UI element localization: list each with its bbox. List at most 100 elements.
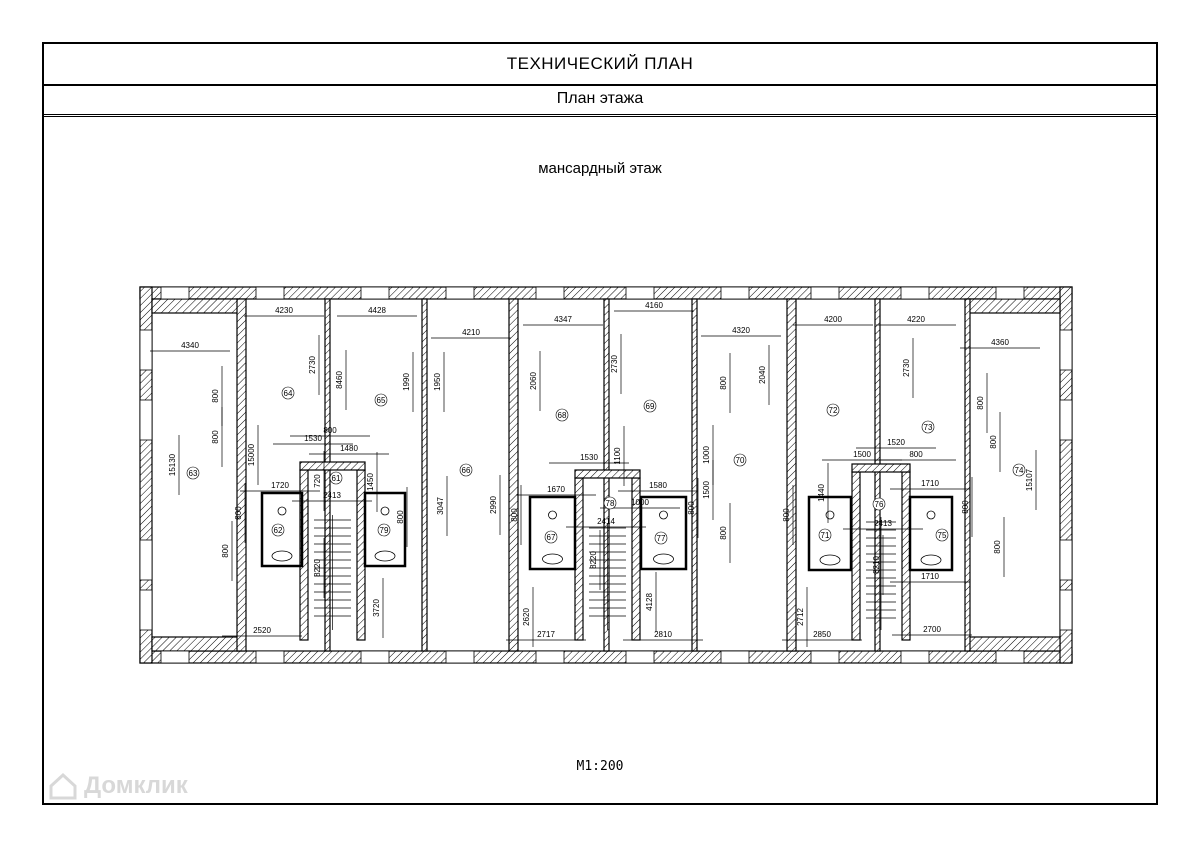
bathtub — [374, 550, 396, 562]
dimension-label: 4220 — [907, 315, 925, 324]
windows — [139, 286, 1073, 664]
window — [900, 286, 930, 300]
dimension-label: 1990 — [402, 373, 411, 391]
dimension-label: 1000 — [702, 446, 711, 464]
toilet — [277, 506, 287, 516]
room-number: 65 — [377, 396, 386, 405]
dimension-label: 2060 — [529, 372, 538, 390]
room-number-circle — [654, 531, 668, 545]
window — [900, 650, 930, 664]
dimension-label: 8220 — [589, 551, 598, 569]
partition-wall — [421, 298, 428, 652]
dimension-label: 1530 — [580, 453, 598, 462]
dimension-label: 4360 — [991, 338, 1009, 347]
room-number: 78 — [606, 499, 615, 508]
dimension-label: 8210 — [872, 556, 881, 574]
dimension-label: 3047 — [436, 497, 445, 515]
dimension-label: 2810 — [654, 630, 672, 639]
dimension-label: 15107 — [1025, 468, 1034, 491]
bathtub — [920, 554, 942, 566]
window — [995, 286, 1025, 300]
dimension-label: 1710 — [921, 479, 939, 488]
walls — [139, 286, 1073, 664]
scale-label: М1:200 — [576, 759, 624, 774]
dimension-label: 2620 — [522, 608, 531, 626]
stair-wall — [851, 463, 911, 473]
wall-pier — [151, 636, 241, 652]
room-number: 75 — [938, 531, 947, 540]
window — [360, 650, 390, 664]
window — [720, 650, 750, 664]
partition-wall — [508, 298, 519, 652]
dimension-label: 800 — [909, 450, 923, 459]
room-number-circle — [271, 523, 285, 537]
room-number: 64 — [284, 389, 293, 398]
room-number-circle — [186, 466, 200, 480]
dimension-label: 1440 — [817, 484, 826, 502]
window — [535, 286, 565, 300]
room-number: 72 — [829, 406, 838, 415]
bathroom-wall — [807, 495, 853, 572]
toilet — [548, 510, 557, 520]
partition-wall — [964, 298, 971, 652]
dimension-label: 720 — [313, 474, 322, 488]
dimension-label: 2040 — [758, 366, 767, 384]
dimension-label: 800 — [234, 506, 243, 520]
window — [995, 650, 1025, 664]
dimension-label: 4160 — [645, 301, 663, 310]
room-number-circle — [1012, 463, 1026, 477]
dimension-label: 1000 — [631, 498, 649, 507]
dimension-label: 2730 — [610, 355, 619, 373]
toilet — [380, 506, 390, 516]
dimension-label: 800 — [993, 540, 1002, 554]
dimension-label: 1100 — [613, 447, 622, 465]
dimension-label: 3720 — [372, 599, 381, 617]
room-number-circle — [818, 528, 832, 542]
window — [445, 650, 475, 664]
window — [1059, 399, 1073, 441]
dimension-label: 4200 — [824, 315, 842, 324]
dimension-label: 800 — [396, 510, 405, 524]
window — [255, 650, 285, 664]
bathroom-wall — [260, 491, 304, 568]
partition-wall — [691, 298, 698, 652]
toilet — [659, 510, 668, 520]
room-number-circle — [281, 386, 295, 400]
bathtub — [819, 554, 841, 566]
fixtures — [260, 491, 954, 630]
dimension-label: 1950 — [433, 373, 442, 391]
dimension-label: 2730 — [308, 356, 317, 374]
bathroom-wall — [528, 495, 577, 571]
room-number-circle — [603, 496, 617, 510]
dimension-label: 4210 — [462, 328, 480, 337]
room-number-circle — [544, 530, 558, 544]
room-number: 76 — [875, 500, 884, 509]
dimension-label: 1450 — [366, 473, 375, 491]
room-number: 79 — [380, 526, 389, 535]
toilet — [825, 510, 835, 520]
dimension-label: 800 — [961, 500, 970, 514]
dimension-label: 8220 — [313, 559, 322, 577]
dimension-label: 2712 — [796, 608, 805, 626]
stair-wall — [851, 471, 861, 641]
dimension-label: 800 — [211, 389, 220, 403]
dimension-label: 800 — [687, 501, 696, 515]
room-number-circle — [921, 420, 935, 434]
bathtub — [542, 553, 563, 565]
dimension-label: 1500 — [853, 450, 871, 459]
drawing-frame: ТЕХНИЧЕСКИЙ ПЛАН План этажа — [42, 42, 1158, 805]
room-number: 74 — [1015, 466, 1024, 475]
dimension-label: 1480 — [340, 444, 358, 453]
dimension-label: 2413 — [323, 491, 341, 500]
dimension-lines — [150, 310, 1040, 647]
dimension-label: 1530 — [304, 434, 322, 443]
dimension-label: 4428 — [368, 306, 386, 315]
dimension-label: 2700 — [923, 625, 941, 634]
dimension-label: 800 — [211, 430, 220, 444]
dimension-label: 800 — [989, 435, 998, 449]
partition-wall — [236, 298, 247, 652]
room-number-circle — [374, 393, 388, 407]
dimension-label: 2520 — [253, 626, 271, 635]
window — [1059, 329, 1073, 371]
